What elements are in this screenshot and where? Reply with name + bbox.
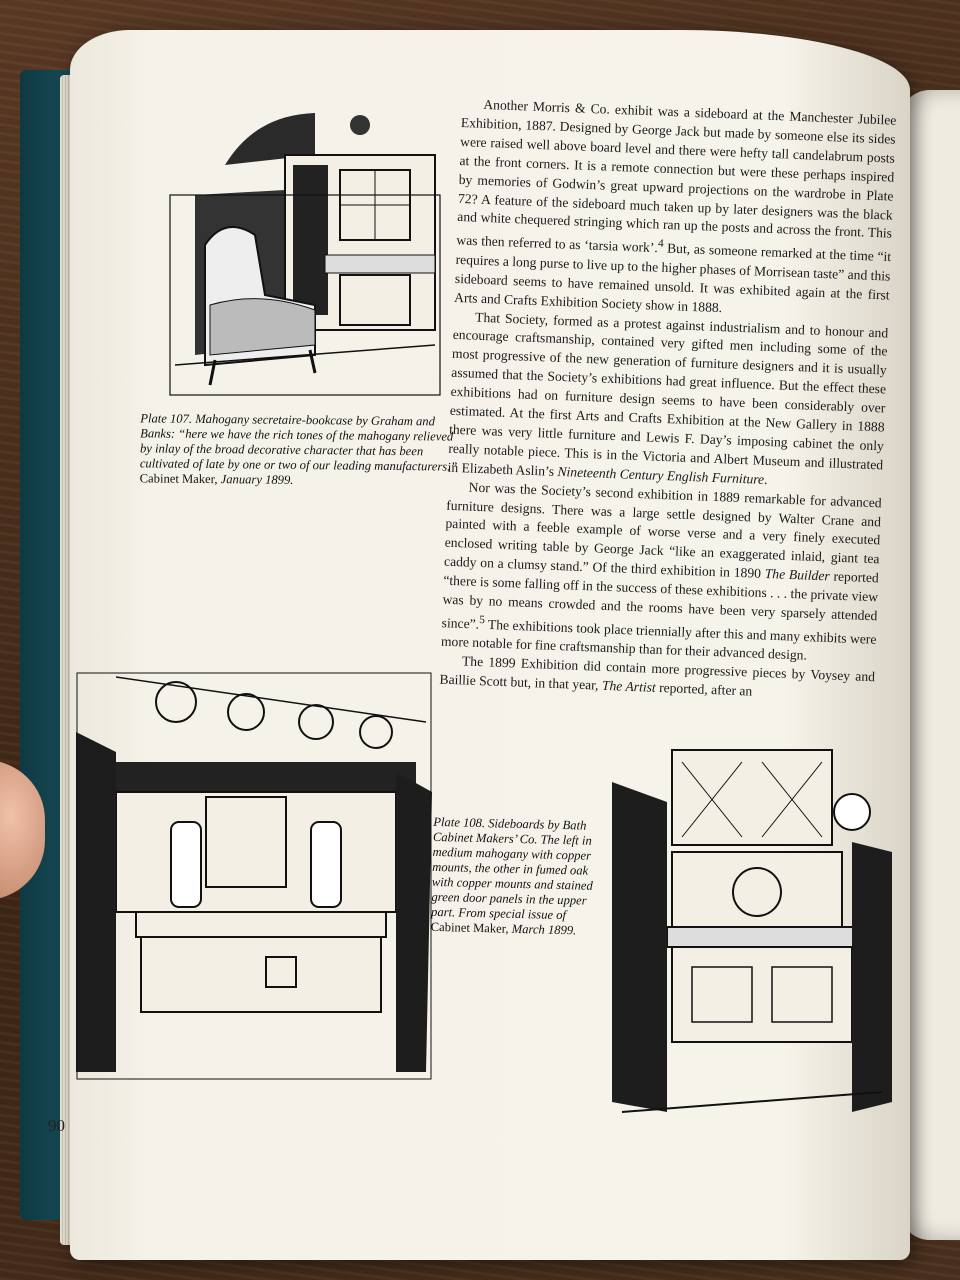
paragraph-1: Another Morris & Co. exhibit was a sideb… bbox=[454, 95, 897, 324]
page-number: 90 bbox=[48, 1116, 65, 1135]
plate-107-caption-source: Cabinet Maker, bbox=[139, 471, 218, 487]
facing-page-edge bbox=[900, 90, 960, 1240]
plate-108-left-sideboard-illustration bbox=[76, 672, 432, 1080]
paragraph-2-text-b: . bbox=[763, 471, 768, 487]
plate-107-caption-date: January 1899. bbox=[220, 472, 294, 487]
body-text-column: Another Morris & Co. exhibit was a sideb… bbox=[439, 95, 897, 706]
plate-107-illustration bbox=[169, 113, 441, 396]
plate-107-caption: Plate 107. Mahogany secretaire-bookcase … bbox=[140, 411, 461, 489]
paragraph-2-text-a: That Society, formed as a protest agains… bbox=[447, 309, 889, 479]
publication-title-artist: The Artist bbox=[601, 678, 657, 696]
plate-108-caption-text: Plate 108. Sideboards by Bath Cabinet Ma… bbox=[430, 814, 593, 923]
paragraph-4-text-b: reported, after an bbox=[655, 680, 753, 699]
plate-108-caption-source: Cabinet Maker, bbox=[430, 919, 509, 936]
paragraph-2: That Society, formed as a protest agains… bbox=[447, 307, 888, 494]
plate-108-caption: Plate 108. Sideboards by Bath Cabinet Ma… bbox=[431, 815, 609, 939]
paragraph-1-text-a: Another Morris & Co. exhibit was a sideb… bbox=[456, 96, 897, 256]
publication-title-builder: The Builder bbox=[764, 566, 830, 584]
plate-108-caption-date: March 1899. bbox=[511, 921, 577, 938]
paragraph-3: Nor was the Society’s second exhibition … bbox=[441, 477, 882, 668]
paragraph-1-text-b: But, as someone remarked at the time “it… bbox=[453, 240, 892, 315]
paragraph-3-text-a: Nor was the Society’s second exhibition … bbox=[443, 479, 882, 582]
plate-107-caption-text: Plate 107. Mahogany secretaire-bookcase … bbox=[139, 411, 458, 474]
plate-108-right-sideboard-illustration bbox=[612, 749, 892, 1113]
